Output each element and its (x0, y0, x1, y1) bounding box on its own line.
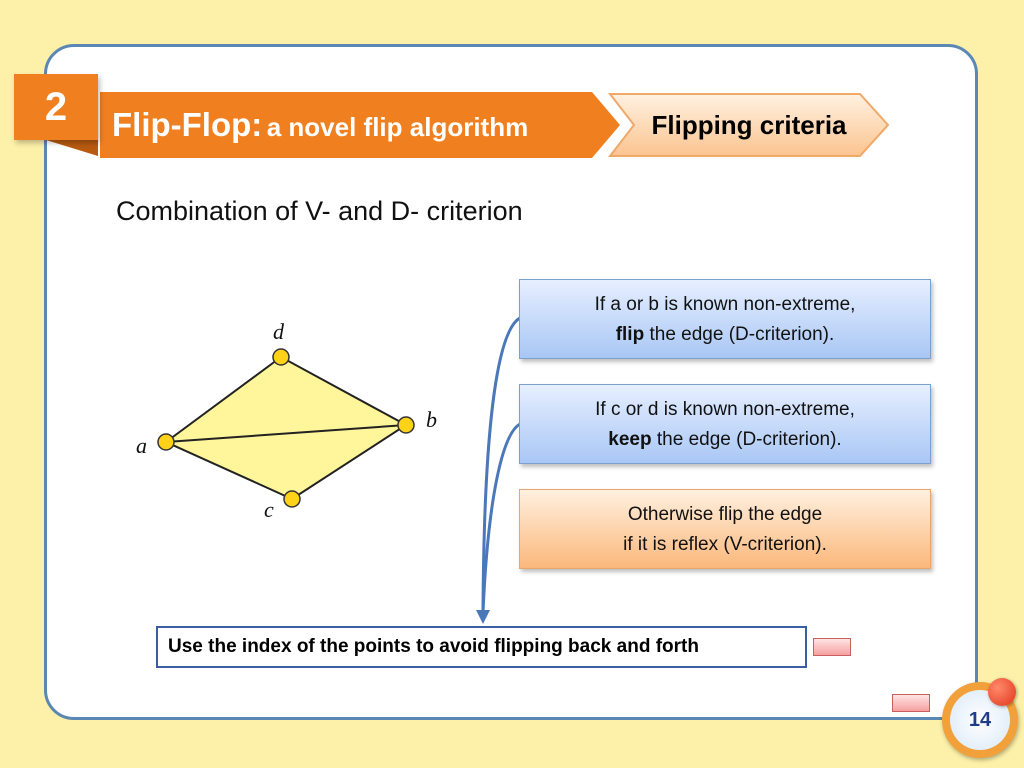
title-sub: a novel flip algorithm (266, 112, 529, 142)
criterion-box-flip-line2: flip the edge (D-criterion). (520, 320, 930, 350)
section-banner: Flipping criteria (608, 92, 890, 158)
criterion-box-otherwise: Otherwise flip the edge if it is reflex … (519, 489, 931, 569)
criterion-box-keep-line1: If c or d is known non-extreme, (595, 399, 855, 420)
nav-button[interactable] (892, 694, 930, 712)
criterion-box-keep: If c or d is known non-extreme, keep the… (519, 384, 931, 464)
flip-keyword: flip (615, 324, 645, 345)
slide-number-badge: 2 (14, 74, 98, 140)
criterion-box-otherwise-line2: if it is reflex (V-criterion). (623, 534, 827, 555)
flip-line-rest: the edge (D-criterion). (644, 324, 835, 345)
keep-keyword: keep (608, 429, 652, 450)
slide-title: Flip-Flop: a novel flip algorithm (112, 92, 528, 158)
title-main: Flip-Flop: (112, 106, 263, 143)
red-dot-icon (988, 678, 1016, 706)
slide-subtitle: Combination of V- and D- criterion (116, 196, 523, 226)
label-b: b (426, 407, 437, 432)
next-step-button[interactable] (813, 638, 851, 656)
criterion-box-flip: If a or b is known non-extreme, flip the… (519, 279, 931, 359)
page-indicator: 14 (938, 678, 1022, 762)
section-title: Flipping criteria (651, 110, 847, 140)
criterion-box-keep-line2: keep the edge (D-criterion). (520, 425, 930, 455)
label-d: d (273, 319, 285, 344)
label-c: c (264, 497, 274, 522)
title-banner: Flip-Flop: a novel flip algorithm (100, 92, 620, 158)
badge-fold (46, 140, 98, 156)
label-a: a (136, 433, 147, 458)
title-banner-shape (100, 92, 620, 158)
section-banner-shape (608, 93, 890, 157)
keep-line-rest: the edge (D-criterion). (651, 429, 842, 450)
slide-number: 2 (44, 84, 68, 129)
index-note: Use the index of the points to avoid fli… (156, 626, 807, 668)
criterion-box-flip-line1: If a or b is known non-extreme, (594, 294, 856, 315)
page-number: 14 (968, 708, 992, 731)
criterion-box-otherwise-line1: Otherwise flip the edge (627, 504, 823, 525)
